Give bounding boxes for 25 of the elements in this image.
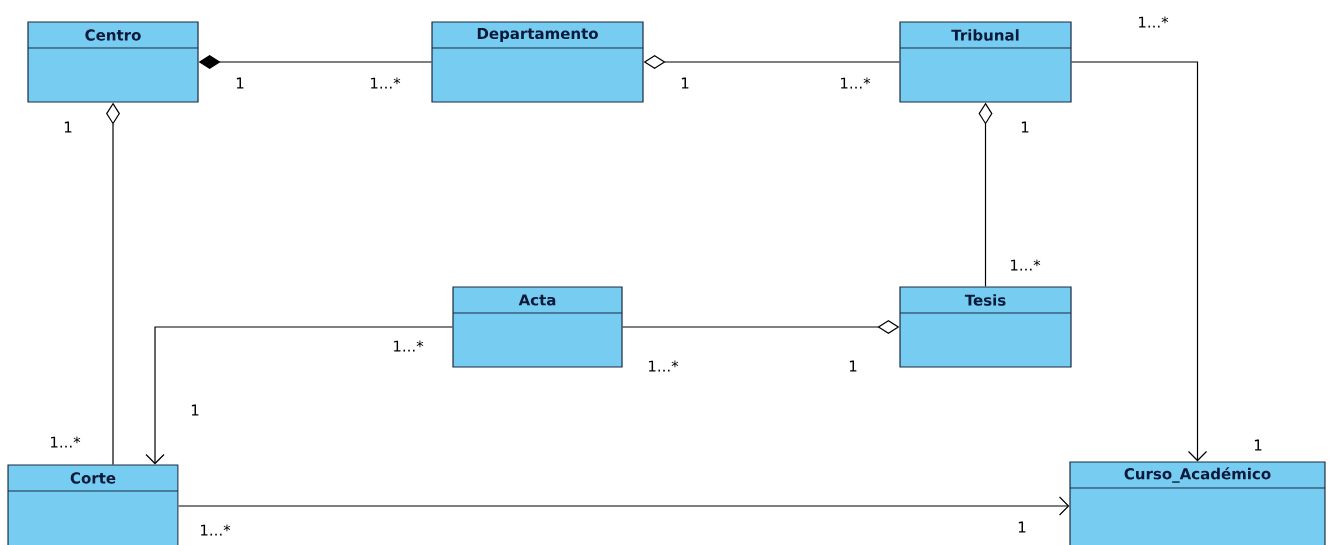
multiplicity-label: 1...* [1011,259,1041,271]
class-box: Departamento [431,21,644,103]
multiplicity-label: 1 [64,121,72,133]
multiplicity-label: 1...* [201,524,231,536]
multiplicity-label: 1 [191,404,199,416]
multiplicity-label: 1 [1018,521,1026,533]
class-box: Corte [7,464,179,545]
class-box: Centro [27,21,199,103]
multiplicity-label: 1...* [649,360,679,372]
multiplicity-label: 1 [1021,121,1029,133]
multiplicity-label: 1 [236,77,244,89]
class-box: Tribunal [899,21,1072,103]
association-line [1071,61,1208,462]
multiplicity-label: 1...* [1139,16,1169,28]
multiplicity-label: 1...* [51,436,81,448]
association-line [145,326,453,465]
multiplicity-label: 1...* [394,340,424,352]
class-box: Curso_Académico [1069,461,1326,545]
multiplicity-label: 1 [849,360,857,372]
class-box: Acta [452,286,623,368]
multiplicity-label: 1...* [841,77,871,89]
class-box: Tesis [899,286,1072,368]
multiplicity-label: 1 [681,77,689,89]
multiplicity-label: 1...* [371,77,401,89]
association-line [178,496,1070,516]
